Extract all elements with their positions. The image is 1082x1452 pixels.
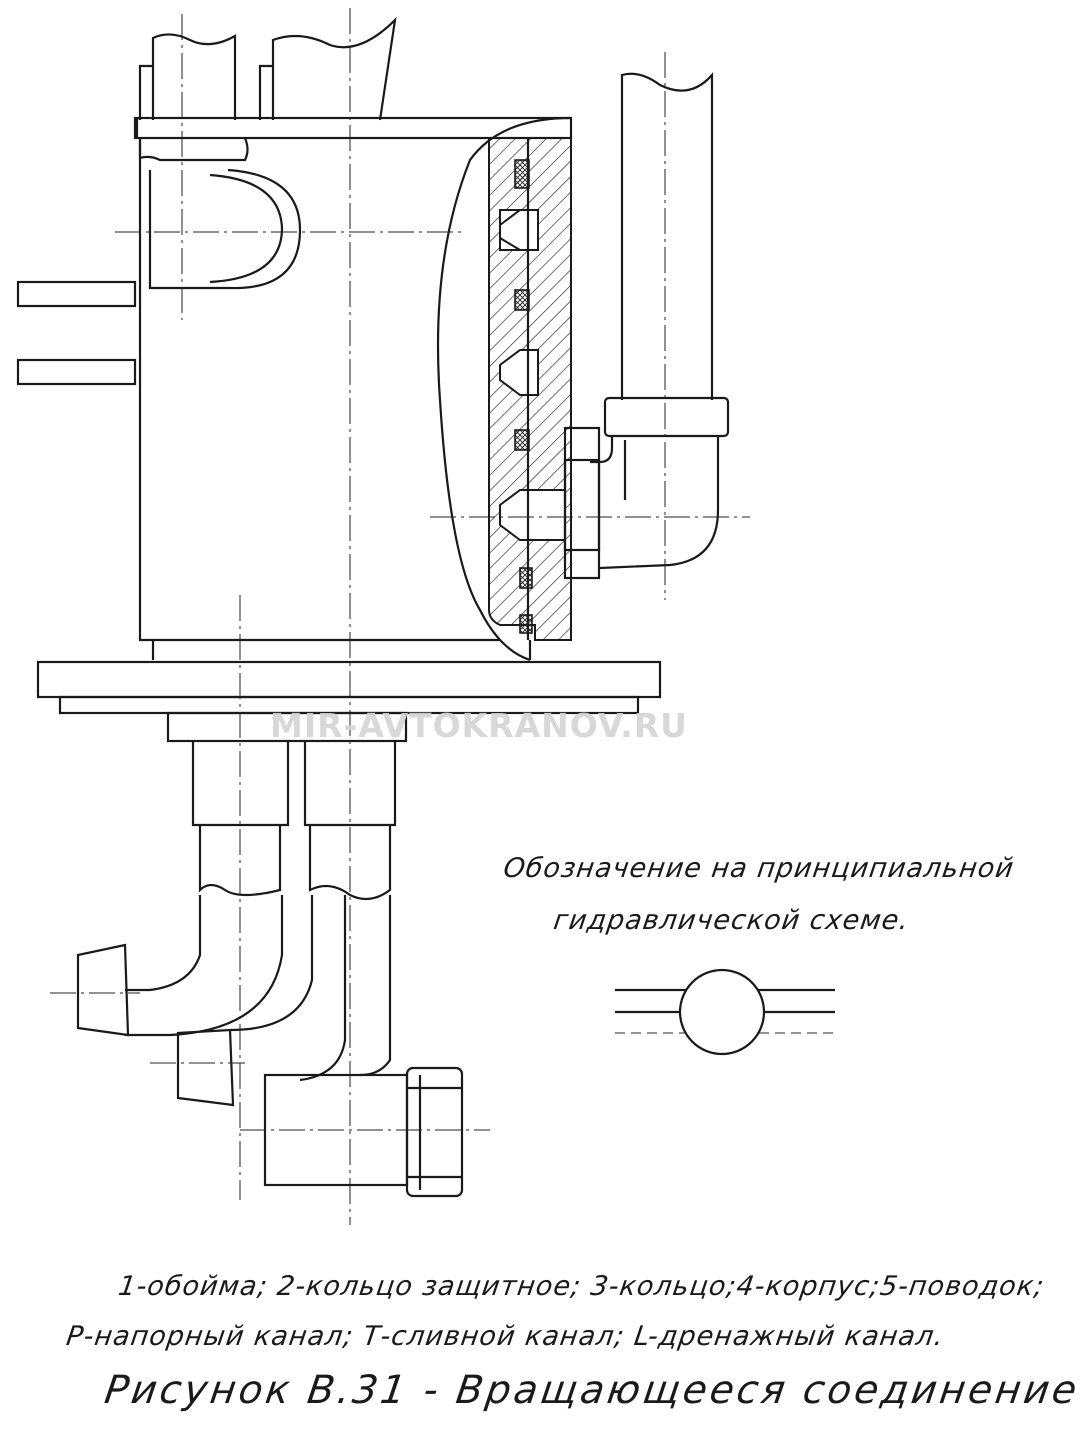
right-elbow [563,72,730,580]
caption-line-1: 1-обойма; 2-кольцо защитное; 3-кольцо;4-… [116,1271,1047,1302]
parts-caption: 1-обойма; 2-кольцо защитное; 3-кольцо;4-… [63,1262,1048,1362]
watermark: MIR-AVTOKRANOV.RU [270,706,688,745]
legend-title-line-1: Обозначение на принципиальной [501,853,1017,884]
figure-title: Рисунок В.31 - Вращающееся соединение [101,1368,1082,1413]
housing-body [16,116,573,662]
sectioned-core [488,137,572,641]
center-lines [50,8,750,1225]
flange [36,660,662,743]
caption-line-2: Р-напорный канал; Т-сливной канал; L-дре… [64,1321,947,1352]
bottom-hoses [76,742,464,1198]
top-pipes [138,16,397,121]
technical-drawing [16,8,835,1225]
hydraulic-symbol [615,968,835,1056]
legend-title-line-2: гидравлической схеме. [551,905,912,936]
legend-title: Обозначение на принципиальной гидравличе… [493,843,1017,947]
